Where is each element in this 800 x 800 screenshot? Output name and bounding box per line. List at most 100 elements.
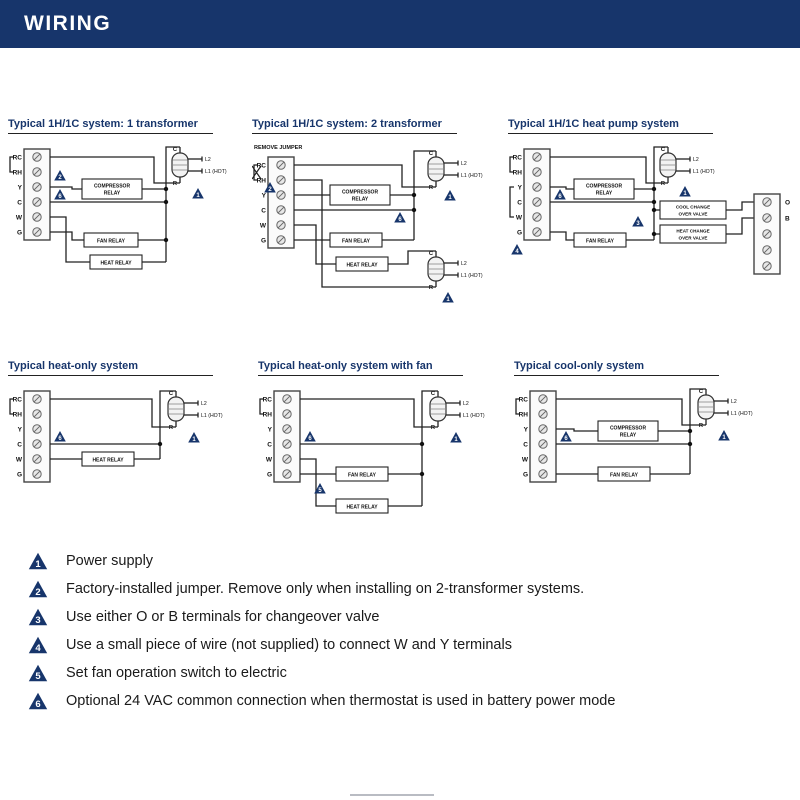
wires	[556, 388, 706, 475]
callout-triangle-icon: 3	[28, 608, 48, 626]
legend-item-2: 2 Factory-installed jumper. Remove only …	[28, 580, 615, 598]
compressor-relay-box: COMPRESSOR RELAY	[81, 178, 143, 200]
marker-2-icon: 2	[54, 170, 66, 181]
fan-relay-box: FAN RELAY	[83, 232, 139, 248]
marker-6-icon: 6	[394, 212, 406, 223]
svg-text:1: 1	[454, 437, 458, 443]
svg-text:6: 6	[398, 217, 402, 223]
svg-text:OVER VALVE: OVER VALVE	[679, 212, 708, 217]
svg-text:HEAT RELAY: HEAT RELAY	[346, 263, 378, 269]
diagram-title: Typical heat-only system with fan	[258, 360, 463, 376]
diagram-title: Typical 1H/1C heat pump system	[508, 118, 713, 134]
compressor-relay-box: COMPRESSOR RELAY	[597, 420, 659, 442]
callout-triangle-icon: 5	[28, 664, 48, 682]
diagram-canvas: HEAT RELAY 6 1	[9, 381, 224, 511]
svg-text:2: 2	[35, 587, 40, 598]
svg-text:1: 1	[683, 191, 687, 197]
legend-text: Use either O or B terminals for changeov…	[66, 609, 380, 625]
svg-text:5: 5	[318, 488, 322, 494]
heat-relay-box: HEAT RELAY	[89, 254, 143, 270]
svg-text:FAN RELAY: FAN RELAY	[97, 239, 126, 245]
svg-text:2: 2	[58, 175, 62, 181]
svg-text:RELAY: RELAY	[352, 197, 369, 203]
svg-text:3: 3	[636, 221, 640, 227]
marker-6-icon: 6	[304, 431, 316, 442]
legend-text: Factory-installed jumper. Remove only wh…	[66, 581, 585, 597]
svg-text:1: 1	[192, 437, 196, 443]
compressor-relay-box: COMPRESSOR RELAY	[329, 184, 391, 206]
compressor-relay-box: COMPRESSOR RELAY	[573, 178, 635, 200]
wires	[550, 146, 754, 241]
fan-relay-box: FAN RELAY	[329, 232, 383, 248]
marker-1-icon: 1	[442, 292, 454, 303]
svg-text:1: 1	[35, 559, 41, 570]
heating-transformer-icon	[427, 250, 484, 292]
transformer-icon	[697, 388, 754, 430]
svg-text:FAN RELAY: FAN RELAY	[586, 239, 615, 245]
svg-text:COMPRESSOR: COMPRESSOR	[94, 184, 131, 190]
marker-1-icon: 1	[192, 188, 204, 199]
svg-text:COMPRESSOR: COMPRESSOR	[342, 190, 379, 196]
marker-4-icon: 4	[511, 244, 523, 255]
legend-item-6: 6 Optional 24 VAC common connection when…	[28, 692, 615, 710]
heat-changeover-valve-box: HEAT CHANGE OVER VALVE	[659, 224, 727, 244]
marker-3-icon: 3	[632, 216, 644, 227]
diagram-title: Typical cool-only system	[514, 360, 719, 376]
svg-text:3: 3	[35, 615, 40, 626]
fan-relay-box: FAN RELAY	[335, 466, 389, 482]
transformer-icon	[171, 146, 228, 188]
svg-text:FAN RELAY: FAN RELAY	[342, 239, 371, 245]
system-terminal-block: O B	[753, 193, 790, 275]
diagram-canvas: REMOVE JUMPER	[252, 145, 484, 303]
b-terminal-label: B	[785, 216, 790, 223]
legend-item-3: 3 Use either O or B terminals for change…	[28, 608, 615, 626]
svg-text:6: 6	[58, 194, 62, 200]
marker-1-icon: 1	[188, 432, 200, 443]
cooling-transformer-icon	[427, 150, 484, 192]
heat-relay-box: HEAT RELAY	[81, 451, 135, 467]
callout-triangle-icon: 4	[28, 636, 48, 654]
transformer-icon	[659, 146, 716, 188]
marker-6-icon: 6	[560, 431, 572, 442]
diagram-title: Typical heat-only system	[8, 360, 213, 376]
diagram-title: Typical 1H/1C system: 2 transformer	[252, 118, 457, 134]
callout-triangle-icon: 1	[28, 552, 48, 570]
thermostat-terminal-block	[263, 391, 300, 482]
svg-text:6: 6	[35, 699, 40, 710]
svg-text:4: 4	[515, 249, 519, 255]
svg-text:COMPRESSOR: COMPRESSOR	[586, 184, 623, 190]
legend-item-4: 4 Use a small piece of wire (not supplie…	[28, 636, 615, 654]
svg-text:5: 5	[35, 671, 41, 682]
diagram-heat-only-with-fan: Typical heat-only system with fan FAN RE…	[258, 356, 502, 531]
svg-text:6: 6	[558, 194, 562, 200]
diagram-cool-only: Typical cool-only system COMPRESSOR RELA…	[514, 356, 796, 511]
fan-relay-box: FAN RELAY	[597, 466, 651, 482]
fan-relay-box: FAN RELAY	[573, 232, 627, 248]
marker-1-icon: 1	[444, 190, 456, 201]
diagram-1h1c-heat-pump: Typical 1H/1C heat pump system	[508, 114, 796, 297]
svg-text:HEAT RELAY: HEAT RELAY	[346, 505, 378, 511]
diagram-1h1c-1-transformer: Typical 1H/1C system: 1 transformer	[8, 114, 248, 279]
heat-relay-box: HEAT RELAY	[335, 498, 389, 514]
svg-text:RELAY: RELAY	[620, 433, 637, 439]
wires	[50, 390, 176, 460]
callout-triangle-icon: 2	[28, 580, 48, 598]
page-header: WIRING	[0, 0, 800, 48]
diagram-heat-only: Typical heat-only system HEAT RELAY 6	[8, 356, 248, 511]
o-terminal-label: O	[785, 200, 790, 207]
svg-text:2: 2	[268, 187, 272, 193]
svg-text:FAN RELAY: FAN RELAY	[348, 473, 377, 479]
w-y-wire-icon	[509, 186, 514, 218]
thermostat-terminal-block	[513, 149, 550, 240]
svg-text:6: 6	[58, 436, 62, 442]
svg-text:1: 1	[196, 193, 200, 199]
svg-text:COOL CHANGE: COOL CHANGE	[676, 205, 710, 210]
diagram-1h1c-2-transformer: Typical 1H/1C system: 2 transformer REMO…	[252, 114, 504, 321]
remove-jumper-label: REMOVE JUMPER	[254, 145, 302, 151]
marker-1-icon: 1	[718, 430, 730, 441]
diagram-title: Typical 1H/1C system: 1 transformer	[8, 118, 213, 134]
svg-text:1: 1	[446, 297, 450, 303]
thermostat-terminal-block	[13, 149, 50, 240]
cool-changeover-valve-box: COOL CHANGE OVER VALVE	[659, 200, 727, 220]
